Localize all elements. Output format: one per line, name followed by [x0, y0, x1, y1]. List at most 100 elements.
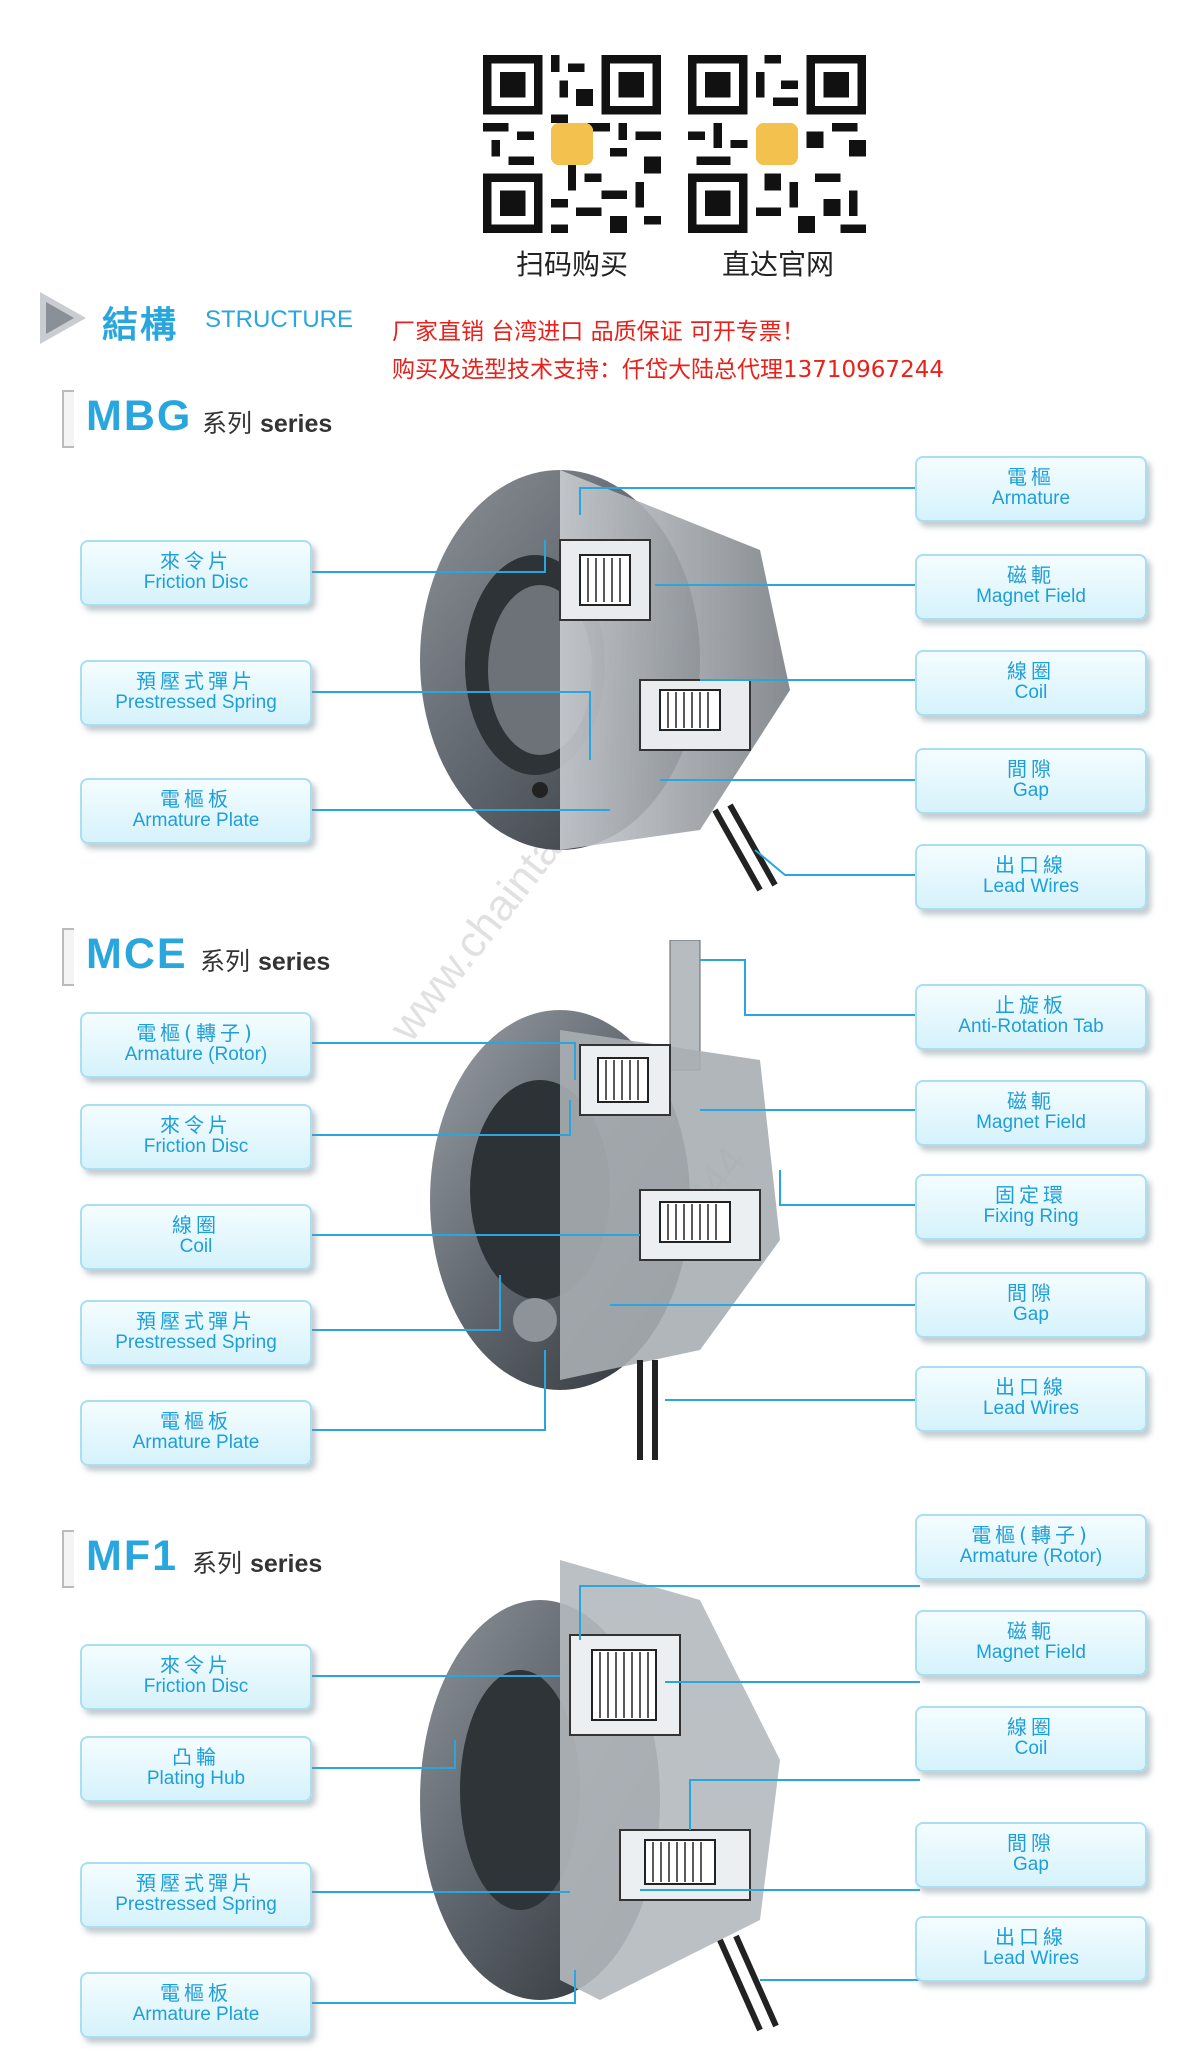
label-cn: 來令片: [160, 549, 232, 573]
label-magnet-field: 磁軛 Magnet Field: [915, 554, 1147, 620]
label-armature-rotor: 電樞(轉子) Armature (Rotor): [80, 1012, 312, 1078]
series-suffix-en: series: [259, 410, 333, 438]
series-suffix-cn: 系列: [202, 409, 253, 438]
label-cn: 線圈: [1007, 1715, 1055, 1739]
structure-title-cn: 結構: [102, 305, 179, 346]
label-friction-disc: 來令片 Friction Disc: [80, 540, 312, 606]
leader-armature-plate: [305, 1350, 546, 1431]
label-cn: 預壓式彈片: [136, 669, 256, 693]
label-armature: 電樞 Armature: [915, 456, 1147, 522]
leader-prestressed-spring: [305, 1275, 501, 1331]
label-en: Magnet Field: [976, 1112, 1086, 1133]
label-coil: 線圈 Coil: [915, 1706, 1147, 1772]
leader-lead-wires: [754, 849, 920, 876]
label-armature-plate: 電樞板 Armature Plate: [80, 1400, 312, 1466]
qr-caption-buy: 扫码购买: [515, 248, 628, 281]
label-cn: 間隙: [1007, 1831, 1055, 1855]
leader-friction-disc: [305, 1100, 571, 1136]
qr-code-icon[interactable]: [483, 55, 661, 233]
label-lead-wires: 出口線 Lead Wires: [915, 1916, 1147, 1982]
series-suffix-en: series: [249, 1550, 323, 1578]
label-en: Fixing Ring: [983, 1206, 1079, 1227]
label-en: Coil: [1014, 1738, 1048, 1759]
label-friction-disc: 來令片 Friction Disc: [80, 1644, 312, 1710]
series-suffix-cn: 系列: [192, 1549, 243, 1578]
label-gap: 間隙 Gap: [915, 1822, 1147, 1888]
series-code: MBG: [86, 392, 193, 440]
mce-illustration: [305, 940, 920, 1460]
label-en: Lead Wires: [982, 876, 1080, 897]
label-cn: 電樞板: [160, 787, 232, 811]
label-cn: 預壓式彈片: [136, 1309, 256, 1333]
label-fixing-ring: 固定環 Fixing Ring: [915, 1174, 1147, 1240]
series-suffix: 系列 series: [200, 942, 330, 978]
label-en: Lead Wires: [982, 1398, 1080, 1419]
label-en: Coil: [179, 1236, 213, 1257]
series-bar: [62, 390, 74, 448]
leader-prestressed-spring: [305, 691, 591, 760]
label-coil: 線圈 Coil: [80, 1204, 312, 1270]
promo-line-1: 厂家直销 台湾进口 品质保证 可开专票！: [392, 319, 805, 345]
label-cn: 磁軛: [1007, 563, 1055, 587]
label-magnet-field: 磁軛 Magnet Field: [915, 1080, 1147, 1146]
qr-code-icon[interactable]: [688, 55, 866, 233]
label-en: Friction Disc: [143, 1676, 249, 1697]
label-en: Armature: [991, 488, 1071, 509]
label-en: Gap: [1013, 1854, 1049, 1875]
series-suffix: 系列 series: [192, 1544, 322, 1580]
leader-coil: [689, 1779, 920, 1830]
leader-plating-hub: [305, 1740, 456, 1769]
series-bar: [62, 928, 74, 986]
label-prestressed-spring: 預壓式彈片 Prestressed Spring: [80, 660, 312, 726]
label-cn: 線圈: [1007, 659, 1055, 683]
series-bar: [62, 1530, 74, 1588]
label-en: Armature (Rotor): [959, 1546, 1103, 1567]
label-cn: 凸輪: [172, 1745, 220, 1769]
label-cn: 固定環: [995, 1183, 1067, 1207]
label-coil: 線圈 Coil: [915, 650, 1147, 716]
leader-armature-rotor: [579, 1585, 920, 1640]
leader-armature-rotor: [305, 1042, 576, 1080]
series-code: MCE: [86, 930, 188, 978]
series-suffix-cn: 系列: [200, 947, 251, 976]
label-cn: 來令片: [160, 1113, 232, 1137]
label-en: Plating Hub: [146, 1768, 246, 1789]
promo-line-2: 购买及选型技术支持：仟岱大陆总代理13710967244: [392, 357, 944, 383]
leader-anti-rotation-tab: [700, 959, 920, 1016]
label-en: Armature Plate: [132, 1432, 260, 1453]
label-en: Prestressed Spring: [115, 1894, 277, 1915]
label-magnet-field: 磁軛 Magnet Field: [915, 1610, 1147, 1676]
label-lead-wires: 出口線 Lead Wires: [915, 844, 1147, 910]
mf1-illustration: [305, 1560, 920, 2032]
label-cn: 線圈: [172, 1213, 220, 1237]
series-code: MF1: [86, 1532, 178, 1580]
label-en: Gap: [1013, 780, 1049, 801]
label-cn: 預壓式彈片: [136, 1871, 256, 1895]
label-en: Magnet Field: [976, 586, 1086, 607]
label-en: Friction Disc: [143, 1136, 249, 1157]
label-armature-rotor: 電樞(轉子) Armature (Rotor): [915, 1514, 1147, 1580]
label-en: Armature Plate: [132, 2004, 260, 2025]
label-en: Friction Disc: [143, 572, 249, 593]
label-en: Magnet Field: [976, 1642, 1086, 1663]
label-en: Coil: [1014, 682, 1048, 703]
label-en: Prestressed Spring: [115, 1332, 277, 1353]
label-prestressed-spring: 預壓式彈片 Prestressed Spring: [80, 1862, 312, 1928]
label-en: Lead Wires: [982, 1948, 1080, 1969]
label-cn: 止旋板: [995, 993, 1067, 1017]
label-cn: 磁軛: [1007, 1089, 1055, 1113]
label-cn: 磁軛: [1007, 1619, 1055, 1643]
label-cn: 出口線: [995, 1375, 1067, 1399]
label-plating-hub: 凸輪 Plating Hub: [80, 1736, 312, 1802]
label-en: Anti-Rotation Tab: [958, 1016, 1104, 1037]
label-gap: 間隙 Gap: [915, 1272, 1147, 1338]
label-cn: 電樞板: [160, 1409, 232, 1433]
label-prestressed-spring: 預壓式彈片 Prestressed Spring: [80, 1300, 312, 1366]
series-suffix-en: series: [257, 948, 331, 976]
label-cn: 電樞(轉子): [136, 1021, 256, 1045]
label-armature-plate: 電樞板 Armature Plate: [80, 778, 312, 844]
label-anti-rotation-tab: 止旋板 Anti-Rotation Tab: [915, 984, 1147, 1050]
label-cn: 電樞: [1007, 465, 1055, 489]
label-armature-plate: 電樞板 Armature Plate: [80, 1972, 312, 2038]
series-suffix: 系列 series: [202, 404, 332, 440]
